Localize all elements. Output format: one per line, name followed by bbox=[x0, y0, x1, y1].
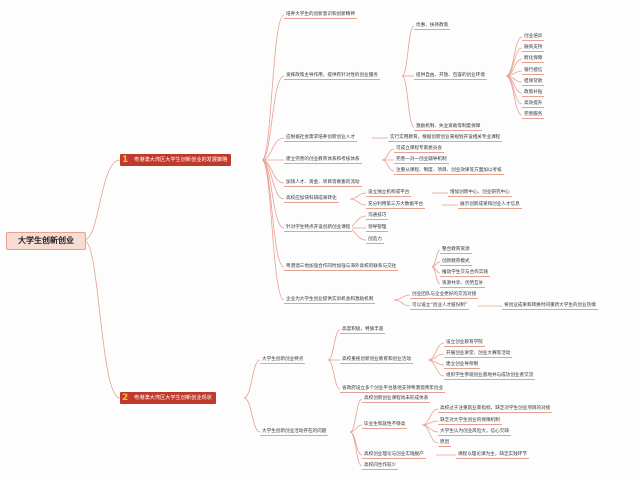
topic-node[interactable]: 开展创业讲堂、创业大赛等活动 bbox=[444, 350, 513, 358]
topic-node[interactable]: 创业团队与企业更好的交流对接 bbox=[410, 291, 479, 299]
root-topic[interactable]: 大学生创新创业 bbox=[6, 232, 86, 250]
topic-node[interactable]: 融资支持 bbox=[522, 44, 545, 52]
topic-node[interactable]: 整合教育资源 bbox=[440, 246, 472, 254]
topic-node[interactable]: 注重从课程、制度、项目、创业效果等方面加以考核 bbox=[394, 167, 504, 175]
topic-node[interactable]: 设立创业教育学院 bbox=[444, 339, 485, 347]
topic-node[interactable]: 高度积极，特质丰富 bbox=[340, 326, 386, 334]
topic-node[interactable]: 原因 bbox=[438, 439, 452, 447]
topic-node[interactable]: 高校重视创新创业教育和创业活动 bbox=[340, 356, 413, 364]
topic-node[interactable]: 将创业成果和转换时间重新大学生的创业热情 bbox=[502, 302, 598, 310]
topic-node[interactable]: 创业培训 bbox=[522, 33, 545, 41]
topic-node[interactable]: 激励机制、失业资助等制度保障 bbox=[414, 123, 483, 131]
topic-node[interactable]: 增加创新中心、创业研究中心 bbox=[448, 189, 512, 197]
topic-node[interactable]: 实行实用教育，根据创新创业来规划开设相关专业课程 bbox=[388, 134, 503, 142]
topic-node[interactable]: 设立独立机构或平台 bbox=[366, 189, 412, 197]
topic-node[interactable]: 发挥政策主导作用，提供有针对性的创业服务 bbox=[284, 72, 380, 80]
topic-node[interactable]: 课程以理论课为主，缺乏实践环节 bbox=[456, 451, 529, 459]
topic-node[interactable]: 组织学生参观创业基地并与成功创业者交流 bbox=[444, 372, 536, 380]
topic-node[interactable]: 大学生创新创业活动存在的问题 bbox=[260, 428, 329, 436]
topic-node[interactable]: 针对学生特点开设创新创业课程 bbox=[284, 224, 353, 232]
topic-node[interactable]: 粤港澳三地加强合作同时加强与海外高校的联系与交往 bbox=[284, 263, 399, 271]
branch-development-strategy[interactable]: 1 粤港澳大湾区大学生创新创业的发展策略 bbox=[120, 154, 232, 166]
topic-node[interactable]: 省政府设立多个创业平台基地支持粤港澳青年创业 bbox=[340, 385, 446, 393]
topic-node[interactable]: 创造力 bbox=[366, 236, 384, 244]
topic-node[interactable]: 建立完善的创业教育体系和考核体系 bbox=[284, 156, 362, 164]
topic-node[interactable]: 高校间合作较少 bbox=[362, 462, 399, 470]
topic-node[interactable]: 提供自由、开放、包容的创业环境 bbox=[414, 72, 487, 80]
topic-node[interactable]: 应根据社会需求培养创新创业人才 bbox=[284, 134, 357, 142]
topic-node[interactable]: 孵化保障 bbox=[522, 55, 545, 63]
topic-node[interactable]: 政策补贴 bbox=[522, 89, 545, 97]
topic-node[interactable]: 创新教育模式 bbox=[440, 258, 472, 266]
topic-node[interactable]: 资源共享、优势互补 bbox=[440, 280, 486, 288]
topic-node[interactable]: 培养大学生的创新意识和创新精神 bbox=[284, 11, 357, 19]
branch-current-status[interactable]: 2 粤港澳大湾区大学生创新创业现状 bbox=[120, 392, 216, 404]
topic-node[interactable]: 可成立课程专家委员会 bbox=[394, 145, 444, 153]
branch-number: 1 bbox=[122, 155, 129, 165]
topic-node[interactable]: 高校创新创业课程尚未形成体系 bbox=[362, 395, 431, 403]
topic-node[interactable]: 担保贷款 bbox=[522, 78, 545, 86]
topic-node[interactable]: 高效提升 bbox=[522, 100, 545, 108]
topic-node[interactable]: 优惠、扶持政策 bbox=[414, 22, 451, 30]
topic-node[interactable]: 可以设立“创业人才股份制” bbox=[410, 302, 470, 310]
topic-node[interactable]: 完善服务 bbox=[522, 111, 545, 119]
branch-title: 粤港澳大湾区大学生创新创业的发展策略 bbox=[134, 157, 228, 163]
topic-node[interactable]: 推动学生交与合作实践 bbox=[440, 269, 490, 277]
topic-node[interactable]: 银行授信 bbox=[522, 67, 545, 75]
topic-node[interactable]: 毕业生和就性不够高 bbox=[362, 421, 408, 429]
topic-node[interactable]: 企业为大学生创业提供实训机会和激励机制 bbox=[284, 296, 376, 304]
topic-node[interactable]: 展示创新成果和创业人才信息 bbox=[458, 201, 522, 209]
topic-node[interactable]: 高校过于注重就业率指标，缺乏对学生创业项目的对接 bbox=[438, 405, 553, 413]
topic-node[interactable]: 领导管理 bbox=[366, 224, 389, 232]
topic-node[interactable]: 大学生创新创业特点 bbox=[260, 356, 306, 364]
topic-node[interactable]: 建立创业导师制 bbox=[444, 361, 481, 369]
topic-node[interactable]: 完善一对一创业辅导机制 bbox=[394, 156, 449, 164]
topic-node[interactable]: 加快人才、资金、项目等要素的流动 bbox=[284, 179, 362, 187]
topic-node[interactable]: 充分利用第三方大数据平台 bbox=[366, 201, 426, 209]
topic-node[interactable]: 大学生认为创业风险大，信心欠缺 bbox=[438, 428, 511, 436]
topic-node[interactable]: 缺乏对大学生创业的保障机制 bbox=[438, 417, 502, 425]
branch-number: 2 bbox=[122, 393, 129, 403]
topic-node[interactable]: 沟通技巧 bbox=[366, 212, 389, 220]
topic-node[interactable]: 高校创业理论与创业实践脱产 bbox=[362, 451, 426, 459]
branch-title: 粤港澳大湾区大学生创新创业现状 bbox=[134, 395, 212, 401]
topic-node[interactable]: 高校应加快科研成果转化 bbox=[284, 195, 339, 203]
